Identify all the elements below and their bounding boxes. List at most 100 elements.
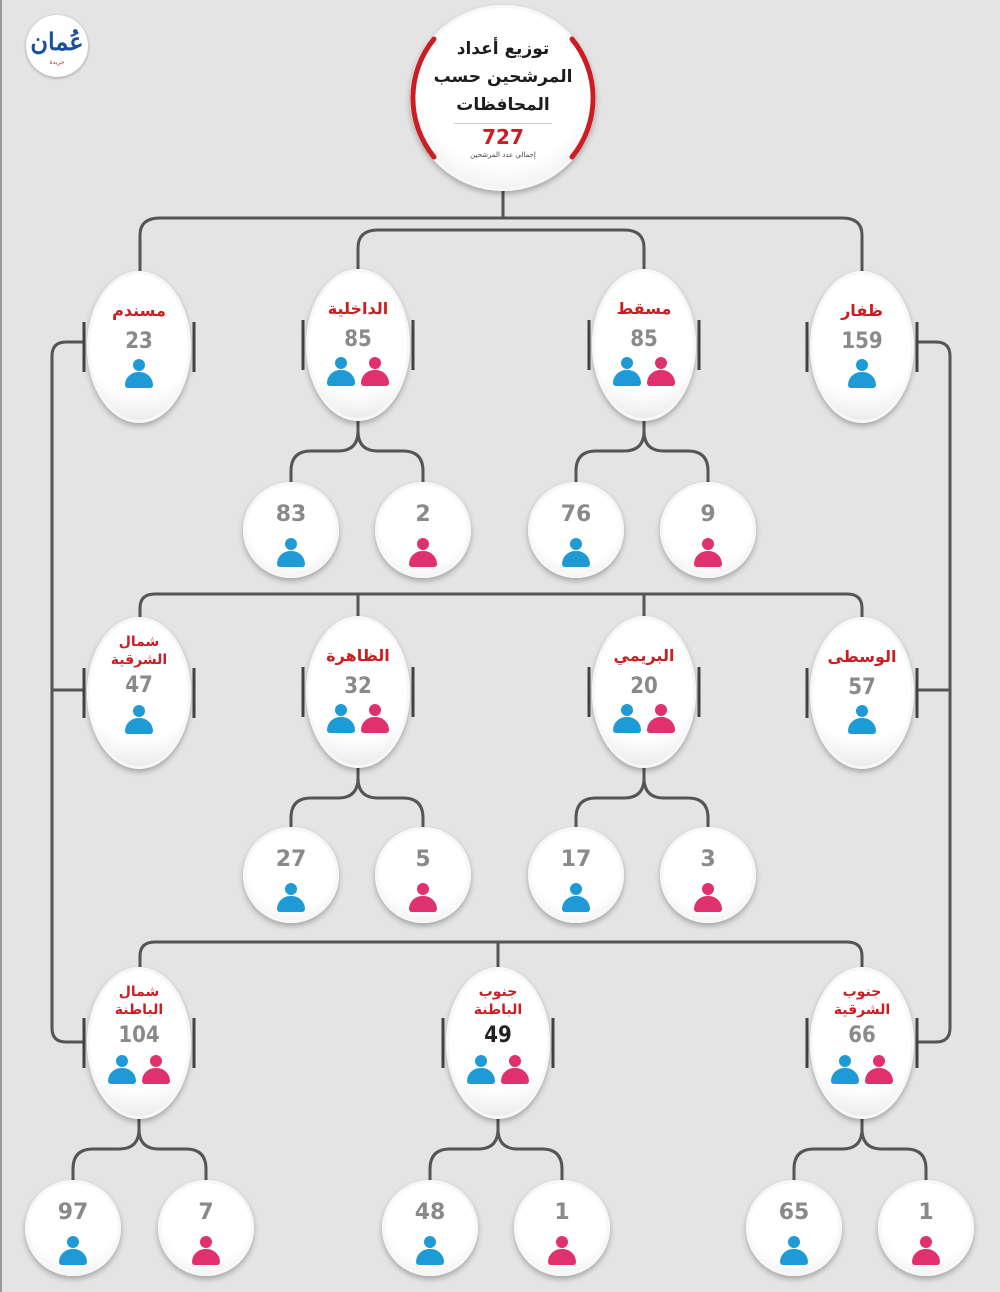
female-person-icon [864,1055,894,1085]
male-count: 65 [778,1200,810,1225]
female-person-icon [191,1236,221,1266]
female-person-icon [408,883,438,913]
icon-head [920,1236,932,1248]
female-count-node: 1 [514,1180,610,1276]
icon-body [613,370,641,386]
female-count: 1 [918,1200,934,1225]
icon-head [655,357,667,369]
male-count-node: 27 [243,827,339,923]
male-person-icon [561,538,591,568]
icon-head [150,1055,162,1067]
icon-body [361,717,389,733]
icon-head [369,704,381,716]
icon-head [702,538,714,550]
governorate-name: ظفار [841,301,883,320]
male-person-icon [612,704,642,734]
icon-head [570,538,582,550]
female-count-node: 2 [375,482,471,578]
icon-head [285,538,297,550]
title-divider [454,123,552,124]
icon-body [327,717,355,733]
female-person-icon [693,883,723,913]
icon-body [865,1068,893,1084]
governorate-total: 47 [125,673,153,698]
female-count-node: 5 [375,827,471,923]
female-person-icon [646,704,676,734]
governorate-total: 23 [125,329,153,354]
icon-body [416,1249,444,1265]
male-person-icon [779,1236,809,1266]
female-person-icon [911,1236,941,1266]
connector-line [138,940,864,968]
governorate-total: 159 [841,329,883,354]
male-count-node: 76 [528,482,624,578]
icon-head [556,1236,568,1248]
female-person-icon [500,1055,530,1085]
connector-line [138,592,864,618]
icon-head [509,1055,521,1067]
governorate-total: 104 [118,1023,160,1048]
connector-line [50,340,84,1044]
female-person-icon [646,357,676,387]
icon-head [369,357,381,369]
male-person-icon [107,1055,137,1085]
icon-body [327,370,355,386]
governorate-name: الظاهرة [326,646,390,665]
male-person-icon [326,357,356,387]
female-count: 1 [554,1200,570,1225]
connector-line [138,216,864,272]
connector-line [428,1119,500,1180]
connector-line [137,1128,208,1180]
icon-body [613,717,641,733]
icon-body [647,717,675,733]
governorate-total: 57 [848,675,876,700]
male-person-icon [124,705,154,735]
male-count-node: 17 [528,827,624,923]
icon-head [417,538,429,550]
icon-head [702,883,714,895]
icon-head [417,883,429,895]
page-edge-line [0,0,2,1292]
icon-body [501,1068,529,1084]
male-person-icon [276,538,306,568]
male-person-icon [612,357,642,387]
governorate-total: 66 [848,1023,876,1048]
icon-body [694,896,722,912]
governorate-name: شمال الشرقية [110,634,168,668]
icon-body [848,718,876,734]
icon-head [570,883,582,895]
male-count-node: 97 [25,1180,121,1276]
female-person-icon [360,357,390,387]
female-person-icon [408,538,438,568]
icon-head [621,357,633,369]
icon-head [116,1055,128,1067]
male-count: 76 [560,502,592,527]
icon-head [424,1236,436,1248]
male-count: 27 [275,847,307,872]
connector-line [356,228,646,272]
male-person-icon [830,1055,860,1085]
icon-head [856,359,868,371]
female-count-node: 3 [660,827,756,923]
male-count-node: 83 [243,482,339,578]
icon-head [335,357,347,369]
icon-body [548,1249,576,1265]
icon-head [788,1236,800,1248]
icon-body [409,896,437,912]
icon-head [285,883,297,895]
icon-body [694,551,722,567]
connector-line [289,421,360,482]
icon-body [59,1249,87,1265]
connector-line [918,340,952,1044]
male-person-icon [466,1055,496,1085]
icon-body [848,372,876,388]
governorate-node: شمال الشرقية 47 [87,617,191,769]
governorate-node: ظفار 159 [810,271,914,423]
